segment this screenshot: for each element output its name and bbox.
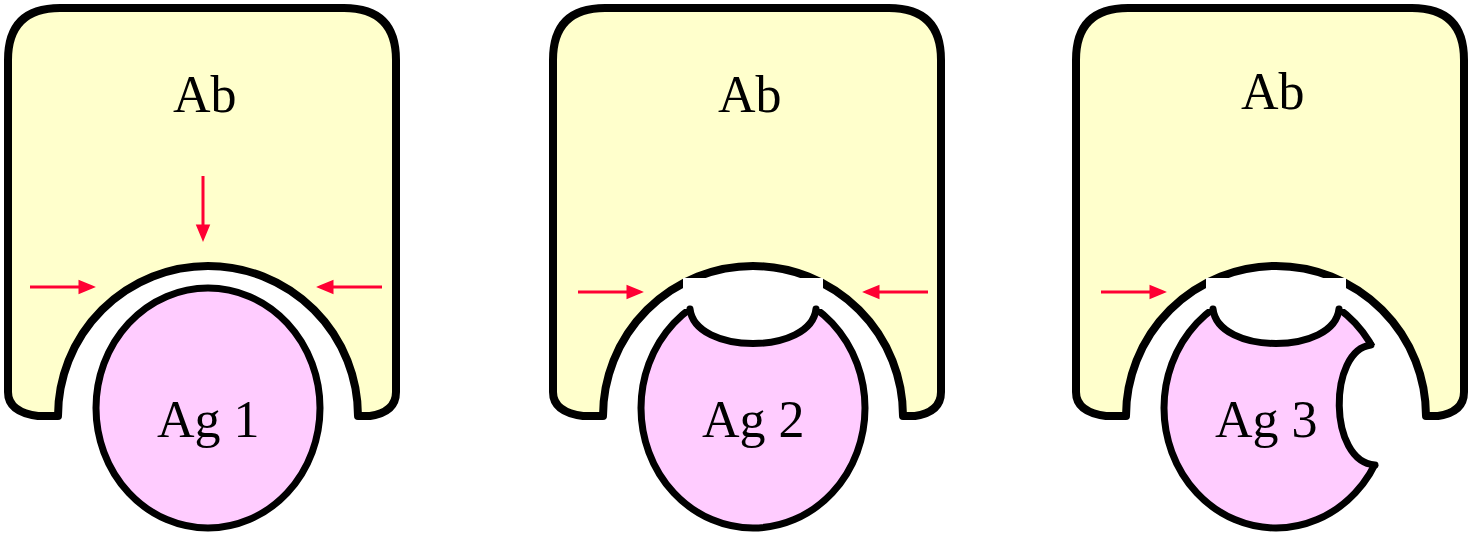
node-label: Ab — [1241, 63, 1305, 120]
panel-one — [8, 8, 396, 528]
antigen-notch — [1339, 345, 1397, 465]
node-label: Ab — [718, 66, 782, 123]
node-label: Ag 2 — [702, 391, 805, 448]
force-arrows — [1101, 287, 1163, 297]
antibody-label: Ab — [167, 64, 243, 125]
node-label: Ag 1 — [157, 391, 260, 448]
antibody-label: Ab — [1235, 61, 1311, 122]
antigen-label: Ag 2 — [696, 389, 811, 450]
panel-three — [1076, 8, 1464, 528]
antigen-notch — [1206, 278, 1346, 344]
antigen-shape — [96, 288, 320, 528]
antibody-label: Ab — [712, 64, 788, 125]
antigen-label: Ag 1 — [151, 389, 266, 450]
force-arrows — [578, 287, 928, 297]
force-arrows — [30, 176, 382, 292]
panel-two — [553, 8, 941, 528]
node-label: Ab — [173, 66, 237, 123]
antigen-notch — [683, 278, 823, 344]
antigen-label: Ag 3 — [1209, 389, 1324, 450]
node-label: Ag 3 — [1215, 391, 1318, 448]
